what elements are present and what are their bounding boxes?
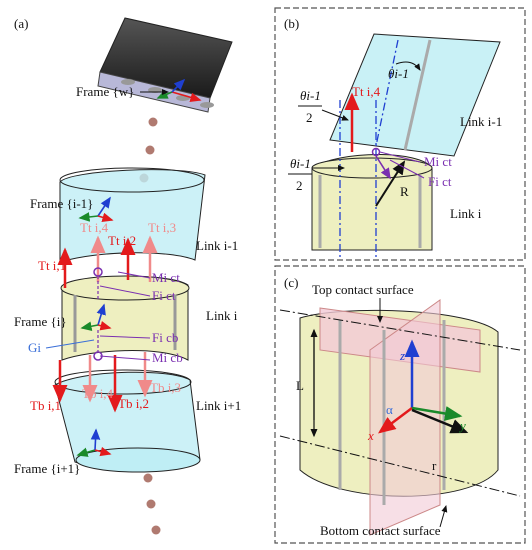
theta-mid-num: θi-1 [290,156,311,171]
theta-left-den: 2 [306,110,313,125]
t-bot-1-label: Tb i,1 [30,398,61,413]
x-axis-label: x [367,428,374,443]
top-surface-label: Top contact surface [312,282,414,297]
panel-c-label: (c) [284,275,298,290]
panel-c: (c) L z x y α r Top contact surface Bott [274,265,526,544]
contact-markers [93,267,151,361]
r-label-c: r [432,458,437,473]
t-top-1-label: Tt i,1 [38,258,66,273]
link-i-body [60,275,190,361]
f-cb-label: Fi cb [152,330,178,345]
theta-left-num: θi-1 [300,88,321,103]
f-ct-label: Fi ct [152,288,176,303]
m-ct-label: Mi ct [152,270,180,285]
m-cb-label: Mi cb [152,350,183,365]
theta-right: θi-1 [388,66,409,81]
f-label-b: Fi ct [428,174,452,189]
z-axis-label: z [399,348,405,363]
frame-axes-c [378,339,469,434]
l-label: L [296,378,304,393]
frame-i-plus-1-label: Frame {i+1} [14,461,80,476]
link-solid-c [279,299,521,536]
m-label-b: Mi ct [424,154,452,169]
t-top-2-label: Tt i,2 [108,233,136,248]
frame-i-minus-1-axes [78,196,114,222]
upper-link-i-minus-1 [329,33,501,157]
alpha-label: α [386,402,393,417]
t-bot-4-label: Tb i,4 [82,386,114,401]
link-i-plus-1-label: Link i+1 [196,398,241,413]
contact-point-b [371,147,381,157]
r-arrow [375,160,406,207]
panel-a: (a) Frame {w} [14,16,241,535]
t-bot-2-label: Tb i,2 [118,396,149,411]
link-lower-label: Link i [450,206,482,221]
y-axis-label: y [458,418,466,433]
world-frame-axes [156,78,202,102]
g-i-label: Gi [28,340,41,355]
panel-b: (b) Tt i,4 θi-1 2 θi-1 2 θi-1 R [274,7,526,261]
frame-i-label: Frame {i} [14,314,67,329]
t-label-b: Tt i,4 [352,84,381,99]
link-i-label: Link i [206,308,238,323]
theta-mid-den: 2 [296,178,303,193]
bottom-tension-arrows [52,352,153,413]
frame-i-plus-1-axes [76,428,112,457]
link-upper-label: Link i-1 [460,114,502,129]
t-top-3-label: Tt i,3 [148,220,176,235]
r-label: R [400,184,409,199]
link-i-minus-1-label: Link i-1 [196,238,238,253]
t-top-4-label: Tt i,4 [80,220,109,235]
frame-i-axes [80,303,112,331]
top-tension-arrows [57,235,158,288]
frame-w-label: Frame {w} [76,84,134,99]
t-bot-3-label: Tb i,3 [150,380,181,395]
dotted-path-bottom [143,473,161,535]
bottom-surface-label: Bottom contact surface [320,523,441,538]
panel-b-label: (b) [284,16,299,31]
frame-i-minus-1-label: Frame {i-1} [30,196,93,211]
world-frame-box [97,17,233,113]
panel-a-label: (a) [14,16,28,31]
